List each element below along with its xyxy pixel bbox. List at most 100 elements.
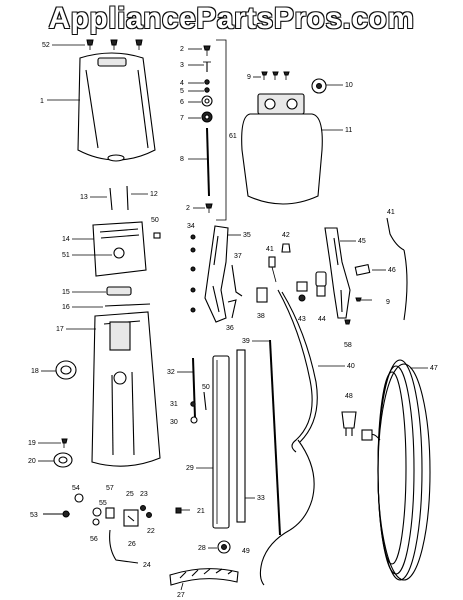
part-41-terminal[interactable]: [268, 256, 277, 283]
callout-44: 44: [318, 316, 326, 323]
part-45-handle-half[interactable]: [324, 227, 351, 319]
part-18-wheel[interactable]: [55, 360, 77, 380]
callout-24: 24: [143, 562, 151, 569]
part-44-plug[interactable]: [315, 271, 327, 297]
part-6-bushing[interactable]: [201, 95, 213, 107]
part-29-wand-tube[interactable]: [212, 355, 230, 529]
part-56-bushing[interactable]: [92, 518, 100, 526]
callout-30: 30: [170, 419, 178, 426]
part-9-screws[interactable]: [261, 71, 290, 80]
callout-6: 6: [180, 99, 184, 106]
part-55-bushing[interactable]: [92, 507, 102, 517]
callout-33: 33: [257, 495, 265, 502]
callout-56: 56: [90, 536, 98, 543]
callout-12: 12: [150, 191, 158, 198]
part-7-spring[interactable]: [201, 111, 213, 123]
callout-43: 43: [298, 316, 306, 323]
part-41b-cord-hook[interactable]: [386, 217, 405, 251]
callout-20: 20: [28, 458, 36, 465]
part-24-belt[interactable]: [109, 529, 139, 564]
part-25-26-latch[interactable]: [123, 509, 139, 527]
part-50-tab[interactable]: [153, 232, 161, 239]
callout-37: 37: [234, 253, 242, 260]
callout-17: 17: [56, 326, 64, 333]
part-23-22-pins[interactable]: [140, 505, 152, 518]
callout-48: 48: [345, 393, 353, 400]
callout-50: 50: [151, 217, 159, 224]
part-8-rod[interactable]: [206, 127, 210, 197]
part-42-connector[interactable]: [281, 243, 291, 253]
part-20-wheel[interactable]: [53, 452, 73, 468]
callout-27: 27: [177, 592, 185, 599]
part-35-handle-half[interactable]: [204, 225, 229, 323]
part-36-clip[interactable]: [227, 299, 237, 319]
part-14-51-cap[interactable]: [92, 221, 147, 277]
part-27-agitator[interactable]: [169, 568, 239, 586]
callout-28: 28: [198, 545, 206, 552]
part-49-cord-clip[interactable]: [259, 529, 291, 586]
callout-36: 36: [226, 325, 234, 332]
part-1-bag-cover[interactable]: [77, 52, 156, 162]
callout-51: 51: [62, 252, 70, 259]
part-37-switch-spring[interactable]: [231, 264, 243, 297]
part-10-coupling[interactable]: [311, 78, 327, 94]
callout-4: 4: [180, 80, 184, 87]
callout-25: 25: [126, 491, 134, 498]
callout-26: 26: [128, 541, 136, 548]
part-58-screw[interactable]: [344, 319, 351, 325]
part-3-screw[interactable]: [203, 61, 211, 72]
part-15-pad[interactable]: [106, 286, 132, 296]
part-46-label[interactable]: [354, 263, 371, 276]
callout-31: 31: [170, 401, 178, 408]
part-57-clip[interactable]: [105, 507, 115, 519]
part-43-wire-nut[interactable]: [296, 281, 308, 302]
callout-11: 11: [345, 127, 352, 134]
part-38-switch[interactable]: [256, 287, 268, 303]
callout-13: 13: [80, 194, 88, 201]
part-32-bolt[interactable]: [192, 357, 196, 419]
part-5-washer[interactable]: [204, 87, 210, 93]
callout-61: 61: [229, 133, 237, 140]
callout-45: 45: [358, 238, 366, 245]
callout-1: 1: [40, 98, 44, 105]
callout-7: 7: [180, 115, 184, 122]
callout-16: 16: [62, 304, 70, 311]
callout-32: 32: [167, 369, 175, 376]
callout-47: 47: [430, 365, 438, 372]
callout-54: 54: [72, 485, 80, 492]
callout-46: 46: [388, 267, 396, 274]
part-31-nut[interactable]: [190, 401, 196, 407]
part-28-pulley[interactable]: [217, 540, 231, 554]
part-50b-pin[interactable]: [203, 391, 207, 411]
part-2b-screw[interactable]: [205, 203, 213, 213]
part-17-motor-housing[interactable]: [91, 311, 161, 467]
part-34-screws[interactable]: [190, 234, 196, 313]
callout-18: 18: [31, 368, 39, 375]
callout-15: 15: [62, 289, 70, 296]
part-19-screw[interactable]: [61, 438, 68, 448]
part-33-handle-rod[interactable]: [236, 349, 246, 523]
watermark-logo: AppliancePartsPros.com: [48, 2, 415, 35]
part-39-switch-cord[interactable]: [269, 339, 281, 536]
part-2-screw[interactable]: [203, 45, 211, 56]
callout-53: 53: [30, 512, 38, 519]
part-54-washer[interactable]: [74, 493, 84, 503]
part-30-washer[interactable]: [190, 416, 198, 424]
part-53-pin[interactable]: [43, 510, 70, 518]
callout-34: 34: [187, 223, 195, 230]
part-48-plug[interactable]: [341, 411, 357, 436]
part-4-nut[interactable]: [204, 79, 210, 85]
part-13-12-screws[interactable]: [109, 185, 129, 211]
callout-2: 2: [180, 46, 184, 53]
part-16-strip[interactable]: [104, 303, 151, 307]
part-52-screws[interactable]: [86, 39, 143, 50]
callout-21: 21: [197, 508, 205, 515]
callout-5: 5: [180, 88, 184, 95]
part-21-screw[interactable]: [175, 507, 190, 514]
part-9b-screw[interactable]: [355, 297, 372, 302]
part-40-internal-wiring[interactable]: [277, 289, 318, 531]
callout-35: 35: [243, 232, 251, 239]
part-11-dust-bag[interactable]: [241, 93, 323, 205]
part-47-power-cord[interactable]: [361, 249, 431, 581]
